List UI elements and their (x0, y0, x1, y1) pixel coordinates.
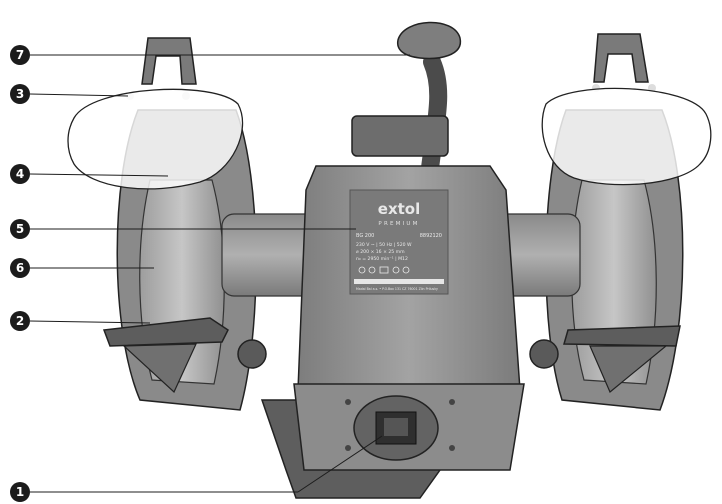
work-lamp (396, 21, 461, 60)
callout-marker-3: 3 (10, 84, 30, 104)
motor-top-cap (351, 115, 449, 157)
leader-2 (29, 320, 151, 324)
plate-footer: Madal Bal a.s. • P.O.Box 131 CZ 76001 Zl… (356, 287, 438, 291)
left-eye-shield (67, 88, 244, 190)
leader-4 (29, 173, 169, 177)
brand-tagline: PREMIUM (378, 221, 419, 227)
right-adjust-knob (529, 339, 559, 369)
brand-logo: extol (378, 200, 420, 218)
callout-marker-2: 2 (10, 311, 30, 331)
callout-marker-4: 4 (10, 164, 30, 184)
plate-line-3: n₀ = 2950 min⁻¹ | M12 (356, 256, 408, 262)
plate-model-left: BG 200 (356, 233, 374, 239)
callout-marker-7: 7 (10, 45, 30, 65)
plate-model-right: 8892120 (420, 233, 442, 239)
leader-3 (29, 93, 129, 97)
right-tool-rest (563, 325, 681, 347)
callout-marker-5: 5 (10, 219, 30, 239)
leader-1b (297, 435, 383, 493)
left-adjust-knob (237, 339, 267, 369)
ce-mark-icon (358, 266, 410, 274)
right-eye-shield (541, 87, 712, 186)
plate-line-2: ⌀ 200 × 16 × 25 mm (356, 249, 405, 255)
leader-lines (29, 54, 410, 493)
rating-plate (349, 189, 449, 295)
left-tool-rest (102, 317, 229, 347)
callout-marker-1: 1 (10, 482, 30, 502)
left-shield-bracket (141, 37, 197, 85)
plate-line-1: 230 V ~ | 50 Hz | 520 W (356, 242, 412, 248)
callout-marker-6: 6 (10, 258, 30, 278)
right-shield-bracket (593, 33, 649, 83)
